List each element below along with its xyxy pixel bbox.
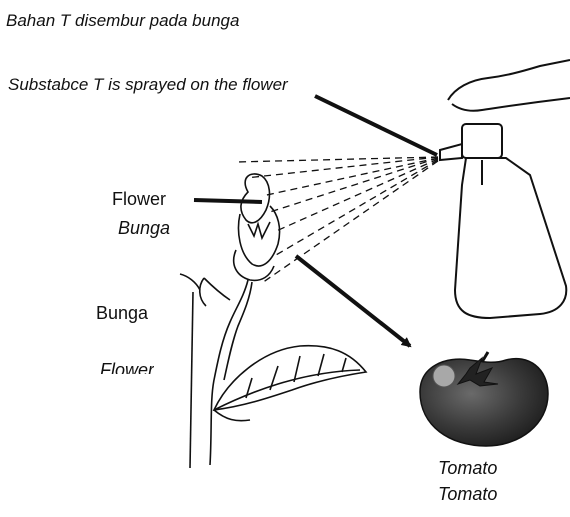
flower-label-malay: Bunga bbox=[118, 219, 170, 237]
flower-label-cut: Flower bbox=[100, 361, 154, 374]
flower-bud-icon bbox=[180, 174, 280, 468]
tomato-label-2: Tomato bbox=[438, 485, 497, 503]
arrow-icon bbox=[296, 256, 410, 346]
spray-bottle-icon bbox=[440, 60, 570, 318]
caption-malay: Bahan T disembur pada bunga bbox=[6, 12, 239, 29]
tomato-label-1: Tomato bbox=[438, 459, 497, 477]
caption-english: Substabce T is sprayed on the flower bbox=[8, 76, 288, 93]
flower-label-pointer bbox=[194, 200, 262, 202]
flower-label-english: Flower bbox=[112, 190, 166, 208]
tomato-icon bbox=[420, 352, 548, 446]
leaf-icon bbox=[214, 346, 366, 421]
bunga-label: Bunga bbox=[96, 304, 148, 322]
caption-pointer-line bbox=[315, 96, 437, 155]
